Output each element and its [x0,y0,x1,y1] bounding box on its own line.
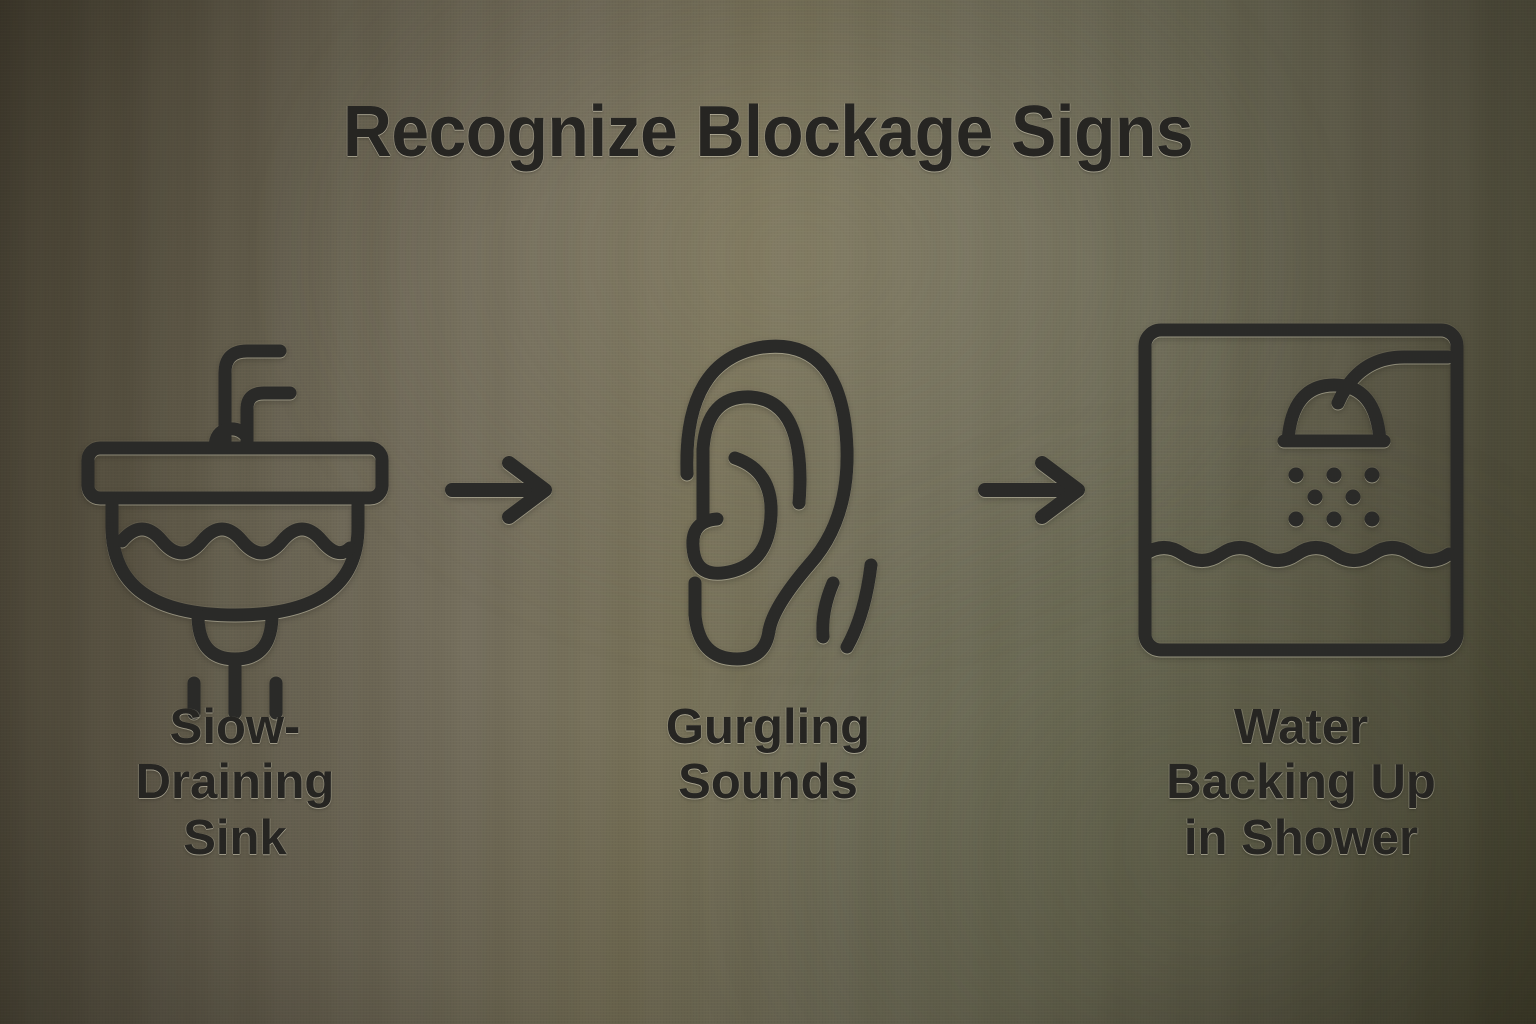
steps-icon-row [70,280,1466,720]
step-3-water-backing-up-shower [1136,300,1466,680]
step-2-gurgling-sounds [603,300,933,680]
page-title: Recognize Blockage Signs [343,92,1193,172]
step-2-caption: Gurgling Sounds [665,700,871,810]
connector-arrow-2 [970,453,1100,527]
step-captions-row: Siow- Draining Sink Gurgling Sounds Wate… [70,700,1466,930]
step-3-caption: Water Backing Up in Shower [1166,700,1436,865]
shower-flooding-icon [1138,323,1464,657]
slow-draining-sink-icon [81,344,389,720]
connector-arrow-1 [437,453,567,527]
arrow-right-icon [444,456,552,524]
step-1-slow-draining-sink [70,300,400,720]
step-1-caption: Siow- Draining Sink [135,700,335,865]
arrow-right-icon [977,456,1085,524]
ear-listening-icon [680,339,878,666]
